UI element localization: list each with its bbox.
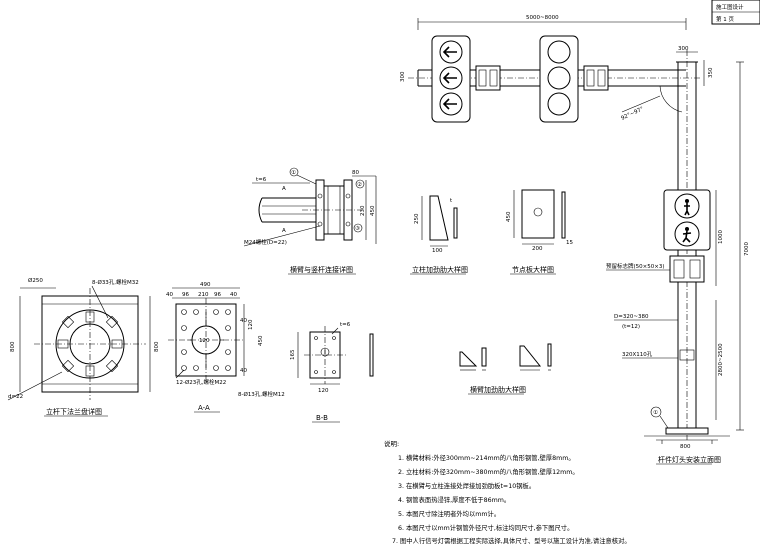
label-thickness: (t=12) [622,324,640,330]
flange-title: 立杆下法兰盘详图 [46,407,102,416]
flange-label-d: d=22 [8,394,23,400]
flange-dim-250: Ø250 [28,277,43,284]
rib-dim-250: 250 [414,213,420,224]
note-item: 7. 图中人行信号灯需根据工程实际选择,具体尺寸、型号以施工设计为准,请注意核对… [392,536,631,545]
arm-dim-80: 80 [352,170,359,176]
arm-rib-detail: 横臂加劲肋大样图 [459,343,552,395]
dim-arm-span: 5000~8000 [526,15,559,21]
label-hole: 320X110孔 [622,350,653,358]
pole-title: 杆件灯头安装立面图 [658,455,721,464]
note-item: 2. 立柱材料:外径320mm~380mm的八角形钢管,壁厚12mm。 [398,467,579,476]
flange-dim-800b: 800 [154,341,160,352]
bb-dim-165: 165 [290,349,296,360]
pedestrian-walk-icon [682,227,692,243]
arm-detail-title: 横臂与竖杆连接详图 [290,265,353,274]
aa-dim-40d: 40 [240,368,247,374]
arrow-left-icon [442,98,457,110]
note-item: 5. 本图尺寸除注明者外均以mm计。 [398,509,500,518]
pedestrian-signal [663,189,711,251]
title-block-row1: 施工图设计 [716,3,744,11]
pole-rib-detail: 250 100 t 立柱加劲肋大样图 [410,195,468,275]
plate-dim-450: 450 [506,211,512,222]
note-item: 3. 在横臂与立柱连接处焊接加劲肋板t=10钢板。 [398,481,535,490]
note-item: 4. 钢管表面热浸锌,厚度不低于86mm。 [398,495,510,504]
arm-bubble-2: ② [357,181,362,188]
arm-label-bolt: M24螺栓(D=22) [244,238,287,246]
pedestrian-stop-icon [684,199,690,216]
arm-label-t: t=6 [256,177,267,183]
dim-top-350: 350 [708,67,714,78]
arm-label-a2: A [282,228,286,234]
arrow-left-icon [442,72,457,84]
plate-dim-15: 15 [566,240,573,246]
flange-label-holes: 8-Ø33孔,螺栓M32 [92,278,139,286]
dim-base: 800 [680,444,691,450]
rib-label-t: t [450,198,453,204]
arrow-left-icon [442,46,457,58]
label-diameter: D=320~380 [614,314,649,320]
plate-dim-200: 200 [532,246,543,252]
aa-label-bolt: 8-Ø13孔,螺栓M12 [238,390,285,398]
bb-dim-120: 120 [318,388,329,394]
bb-label-t: t=6 [340,322,351,328]
note-item: 6. 本图尺寸以mm计钢管外径尺寸,标注均同尺寸,参下图尺寸。 [398,523,573,532]
pole-bubble: ① [653,410,658,416]
section-bb: 165 120 t=6 B-B [290,322,374,423]
title-block-row2: 第 1 页 [716,15,734,23]
signal-head-round [539,35,579,123]
aa-dim-40b: 40 [230,292,237,298]
aa-dim-210: 210 [198,292,209,298]
node-plate-title: 节点板大样图 [512,265,554,274]
title-block: 施工图设计 第 1 页 [711,0,760,25]
rib-dim-100: 100 [432,248,443,254]
aa-dim-96b: 96 [214,292,221,298]
bb-title: B-B [316,414,328,422]
notes-block: 说明: 1. 横臂材料:外径300mm~214mm的八角形钢管,壁厚8mm。 2… [384,439,631,545]
aa-dim-40c: 40 [240,318,247,324]
flange-dim-800: 800 [10,341,16,352]
arm-rib-title: 横臂加劲肋大样图 [470,385,526,394]
aa-dim-40a: 40 [166,292,173,298]
pole-elevation: 5000~8000 300 [400,15,750,465]
label-sign: 预留标志牌(50×50×3) [606,262,665,270]
note-item: 1. 横臂材料:外径300mm~214mm的八角形钢管,壁厚8mm。 [398,453,575,462]
arm-bubble-1: ① [291,170,296,176]
arm-dim-230: 230 [360,205,366,216]
aa-dim-450: 450 [258,335,264,346]
arm-bubble-3: ③ [355,226,360,232]
arm-dim-450: 450 [370,205,376,216]
aa-dim-120: 120 [248,319,254,330]
dim-lower: 2800~2500 [718,343,724,376]
dim-box-1000: 1000 [718,230,724,244]
arm-connection-detail: t=6 A A ① ② ③ 230 450 80 [243,167,377,275]
flange-detail: Ø250 8-Ø33孔,螺栓M32 800 800 d=22 立杆下法兰盘详图 [7,277,160,417]
dim-top-300: 300 [678,46,689,52]
aa-center-label: 120 [199,338,210,344]
aa-label-holes: 12-Ø23孔,螺栓M22 [176,378,226,386]
angle-label: 92°~97° [620,106,645,122]
dim-total-height: 7000 [744,242,750,256]
dim-arm-end: 300 [400,71,406,82]
aa-dim-96a: 96 [182,292,189,298]
node-plate-detail: 450 200 15 节点板大样图 [506,189,573,275]
aa-title: A-A [198,404,210,412]
notes-heading: 说明: [384,439,399,448]
signal-head-arrow [431,35,471,123]
section-aa: 490 40 96 210 96 40 120 120 450 40 40 12… [166,282,285,413]
arm-label-a1: A [282,186,286,192]
aa-dim-490: 490 [200,282,211,288]
pole-rib-title: 立柱加劲肋大样图 [412,265,468,274]
